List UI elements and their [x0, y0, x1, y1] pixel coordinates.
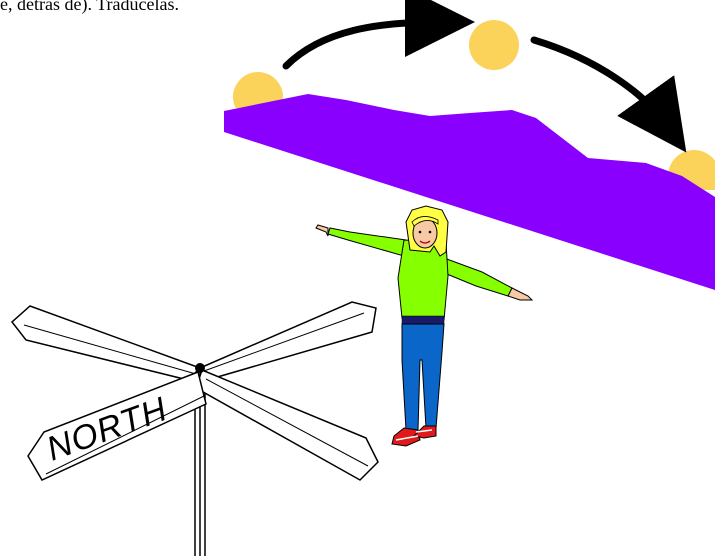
sun-noon-icon	[469, 20, 519, 70]
person-right-hand	[508, 288, 532, 300]
person-left-hand	[316, 225, 328, 236]
person-left-arm	[328, 228, 406, 256]
sign-label-north: NORTH	[42, 390, 173, 469]
person-right-arm	[442, 258, 512, 296]
person-belt	[402, 316, 444, 324]
mountain-range	[224, 94, 715, 290]
curved-arrow-icon	[286, 22, 440, 66]
signpost-bolt	[195, 363, 205, 373]
sign-arm-front-right	[196, 370, 378, 480]
sign-arm-back-right	[200, 302, 376, 378]
sign-arm-back-left	[12, 306, 200, 380]
person-jeans	[402, 324, 444, 430]
curved-arrow-icon	[534, 40, 666, 124]
